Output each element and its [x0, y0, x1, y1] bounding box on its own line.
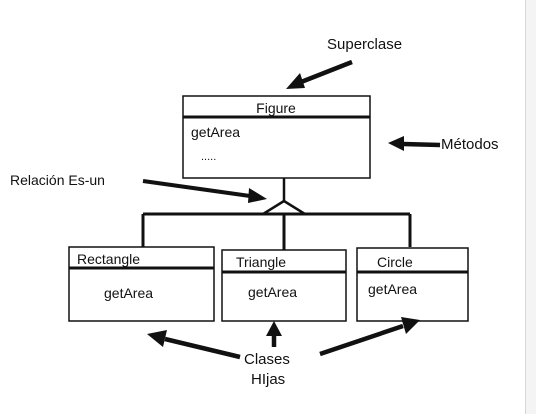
subclass-arrow-triangle [266, 321, 282, 347]
figure-method-getarea: getArea [191, 124, 240, 140]
rectangle-method-getarea: getArea [104, 285, 153, 301]
class-name-figure: Figure [256, 100, 296, 116]
triangle-method-getarea: getArea [248, 284, 297, 300]
subclass-arrow-rectangle [147, 330, 241, 360]
class-name-rectangle: Rectangle [77, 251, 140, 267]
is-a-relation-label: Relación Es-un [10, 172, 105, 188]
subclasses-label-line2: HIjas [251, 371, 285, 388]
class-box-circle: Circle getArea [356, 247, 469, 322]
subclasses-label-line1: Clases [244, 351, 290, 368]
scroll-rail [525, 0, 526, 414]
class-box-triangle: Triangle getArea [221, 249, 347, 322]
class-name-circle: Circle [377, 254, 413, 270]
methods-label: Métodos [441, 136, 499, 153]
inheritance-triangle [258, 199, 310, 216]
inheritance-connector [141, 178, 412, 250]
class-name-triangle: Triangle [236, 254, 286, 270]
class-box-rectangle: Rectangle getArea [68, 246, 215, 322]
class-box-figure: Figure getArea ..... [182, 95, 371, 179]
is-a-relation-arrow [142, 179, 267, 203]
circle-method-getarea: getArea [368, 281, 417, 297]
superclass-arrow [286, 59, 353, 89]
scrollbar-track[interactable] [526, 0, 536, 414]
figure-method-ellipsis: ..... [201, 151, 216, 163]
subclass-arrow-circle [319, 317, 420, 357]
methods-arrow [388, 136, 441, 151]
superclass-label: Superclase [327, 36, 402, 53]
